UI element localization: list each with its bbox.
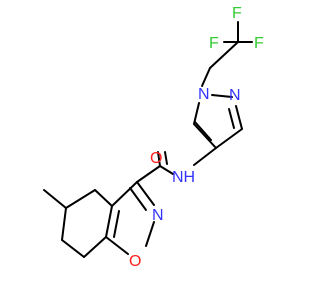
atom-label-fluorine-left: F xyxy=(209,35,219,52)
bond-n-o xyxy=(145,221,155,247)
atom-label-isoxazole-o: O xyxy=(129,253,141,270)
bond-c7a-c3a xyxy=(105,205,113,238)
atom-label-fluorine-right: F xyxy=(254,35,264,52)
bond-ch2-n1 xyxy=(201,67,211,87)
atom-label-carbonyl-oxygen: O xyxy=(150,150,162,167)
atom-label-pyrazole-n2: N xyxy=(229,87,241,104)
bond-carbonyl-c3 xyxy=(136,165,161,183)
bond-c3a-c3 xyxy=(111,181,138,207)
bond-c3-c4 xyxy=(215,128,243,149)
bond-c3-n-double xyxy=(129,187,147,211)
molecule-structure: F F F N N O NH N O xyxy=(43,5,264,270)
molecule-canvas: F F F N N O NH N O xyxy=(43,5,264,270)
bond-n2-c3 xyxy=(235,105,243,130)
bond-carbonyl-o xyxy=(157,151,161,167)
bond-c7a-c3a-double xyxy=(113,210,120,238)
bond-cf3-ch2 xyxy=(209,41,239,69)
bond-c5-c6 xyxy=(61,207,67,241)
bond-c5-n1 xyxy=(193,102,200,125)
bond-c4-nh xyxy=(193,147,217,166)
bond-c3-n xyxy=(136,181,155,206)
bond-c7-c7a xyxy=(83,236,107,258)
bond-nh-carbonyl xyxy=(159,165,174,175)
bond-c3a-c4 xyxy=(94,189,113,207)
bond-c5-methyl xyxy=(43,189,67,209)
bond-c6-c7 xyxy=(61,239,85,258)
bond-o-c7a xyxy=(105,236,129,255)
bond-carbonyl-o-double xyxy=(164,151,168,165)
bonds xyxy=(43,21,253,258)
bond-c4-c5-double xyxy=(194,121,212,141)
bond-c4-c5ring xyxy=(65,189,96,209)
atom-label-isoxazole-n: N xyxy=(152,207,164,224)
bond-n1-n2 xyxy=(211,94,233,98)
atom-label-fluorine-top: F xyxy=(232,5,242,22)
bond-n2-c3-double xyxy=(228,108,235,129)
atom-labels: F F F N N O NH N O xyxy=(129,5,264,270)
atom-label-amide-nh: NH xyxy=(172,169,195,186)
atom-label-pyrazole-n1: N xyxy=(198,86,210,103)
bond-c4-c5 xyxy=(193,123,217,149)
